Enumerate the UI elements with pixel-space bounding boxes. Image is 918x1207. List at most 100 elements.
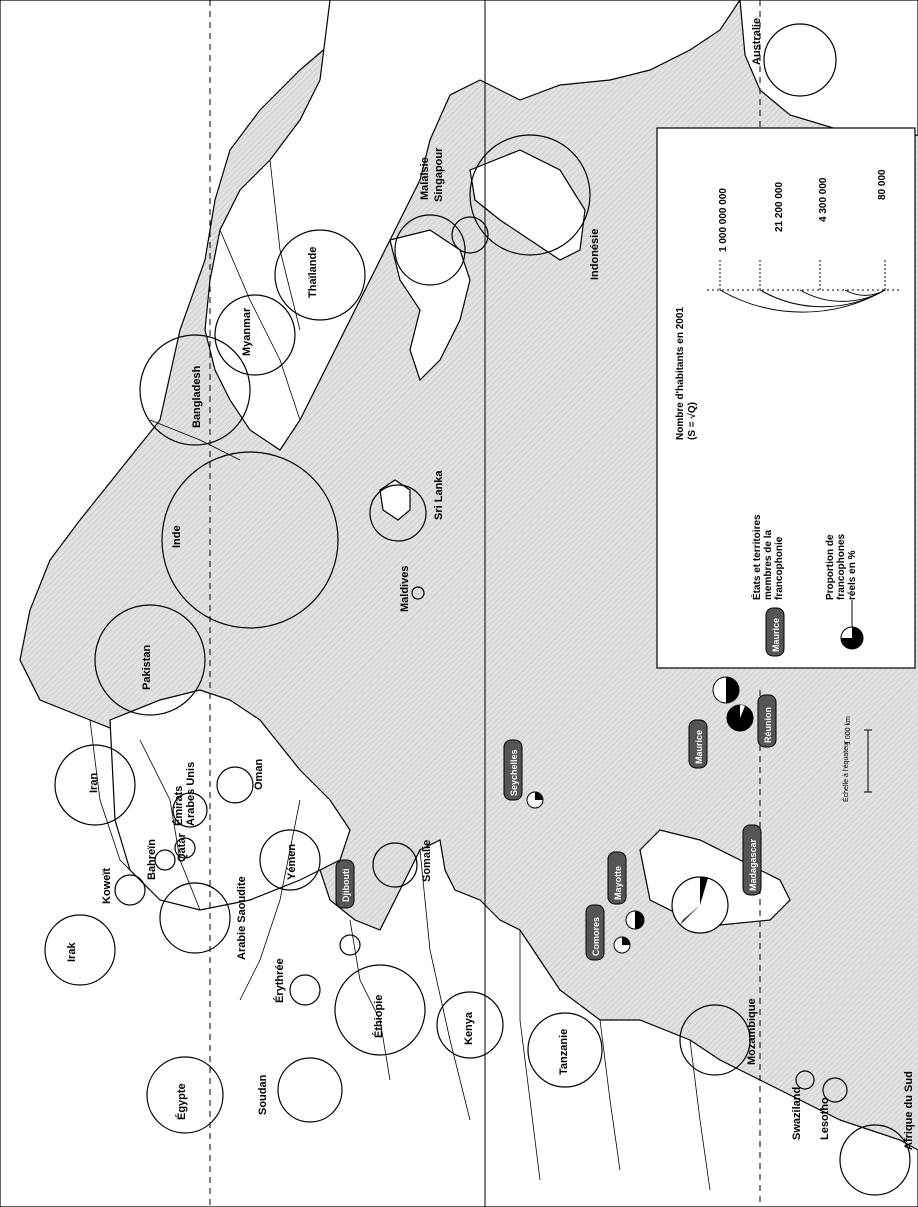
svg-text:Comores: Comores: [591, 917, 601, 956]
pie-madagascar: [671, 876, 729, 934]
svg-text:Mayotte: Mayotte: [613, 866, 623, 900]
circle-thailande: [274, 229, 366, 321]
legend-population-title: Nombre d'habitants en 2001 (S = √Q): [675, 304, 698, 440]
circle-afriquesud: [839, 1124, 911, 1196]
label-pakistan: Pakistan: [141, 644, 153, 690]
svg-text:Réunion: Réunion: [763, 707, 773, 743]
circle-qatar: [174, 837, 196, 859]
label-inde: Inde: [171, 525, 183, 548]
badge-mayotte: Mayotte: [607, 851, 627, 905]
legend-value-4: 80 000: [877, 169, 888, 200]
circle-bahrein: [154, 849, 176, 871]
label-koweit: Koweït: [101, 868, 113, 904]
country-labels: Irak Koweït Iran Bahreïn Qatar ÉmiratsAr…: [66, 18, 915, 1150]
label-kenya: Kenya: [463, 1011, 475, 1045]
circle-soudan: [277, 1057, 343, 1123]
circle-tanzanie: [527, 1012, 603, 1088]
label-bahrein: Bahreïn: [146, 839, 158, 880]
pie-maurice: [712, 676, 740, 704]
scale-caption: Échelle à l'équateur: [841, 740, 850, 802]
badge-maurice: Maurice: [688, 719, 708, 769]
circle-inde: [161, 451, 339, 629]
svg-text:Maurice: Maurice: [694, 730, 704, 764]
circle-mozambique: [679, 1004, 751, 1076]
circle-yemen: [259, 829, 321, 891]
label-mozambique: Mozambique: [746, 998, 758, 1065]
circle-somalie: [372, 842, 418, 888]
circle-indonesie: [469, 134, 591, 256]
francophone-pies: [526, 676, 754, 954]
badge-reunion: Réunion: [757, 694, 777, 748]
legend-badge-sample: Maurice: [765, 607, 785, 657]
circle-iran: [54, 744, 136, 826]
legend-value-1: 1 000 000 000: [718, 188, 729, 252]
pie-reunion: [726, 704, 754, 732]
circle-arabie: [159, 882, 231, 954]
label-erythree: Érythrée: [273, 958, 286, 1003]
circle-myanmar: [214, 294, 296, 376]
legend-size-circles: [707, 258, 900, 313]
label-egypte: Égypte: [175, 1083, 188, 1120]
label-oman: Oman: [253, 759, 265, 790]
badge-comores: Comores: [585, 904, 605, 961]
circle-djibouti: [339, 934, 361, 956]
circle-emirats: [172, 792, 208, 828]
label-myanmar: Myanmar: [241, 307, 253, 356]
malay-peninsula: [389, 229, 471, 382]
label-irak: Irak: [66, 942, 78, 962]
circle-pakistan: [94, 604, 206, 716]
circle-swaziland: [795, 1070, 815, 1090]
circle-australie: [763, 23, 837, 97]
legend-member-text: États et territoires membres de la franc…: [750, 512, 785, 600]
circle-singapour: [451, 216, 489, 254]
label-ethiopie: Éthiopie: [372, 995, 385, 1038]
label-srilanka: Sri Lanka: [433, 470, 445, 520]
legend-proportion-text: Proportion de francophones réels en %: [825, 531, 858, 600]
badge-madagascar: Madagascar: [742, 824, 762, 896]
legend-value-3: 4 300 000: [818, 177, 829, 222]
pie-mayotte: [625, 910, 645, 930]
circle-egypte: [146, 1056, 224, 1134]
label-singapour: Singapour: [433, 147, 445, 202]
circle-srilanka: [369, 484, 427, 542]
legend-value-2: 21 200 000: [774, 182, 785, 232]
circle-maldives: [411, 586, 425, 600]
label-qatar: Qatar: [176, 833, 188, 862]
label-maldives: Maldives: [399, 566, 411, 612]
legend-frame: [656, 127, 916, 669]
label-malaisie: Malaisie: [419, 157, 431, 200]
scale-bar: Échelle à l'équateur 1 000 km: [841, 716, 872, 802]
pie-comores: [613, 936, 631, 954]
label-emirats: ÉmiratsArabes Unis: [172, 762, 197, 826]
label-australie: Australie: [751, 18, 763, 65]
borders: [89, 159, 711, 1191]
label-arabie: Arabie Saoudite: [236, 876, 248, 960]
scale-value: 1 000 km: [845, 716, 852, 745]
sri-lanka: [379, 479, 411, 521]
label-tanzanie: Tanzanie: [558, 1029, 570, 1075]
svg-text:Seychelles: Seychelles: [509, 749, 519, 796]
circle-erythree: [289, 974, 321, 1006]
circle-oman: [216, 766, 254, 804]
circle-lesotho: [822, 1077, 848, 1103]
badge-seychelles: Seychelles: [503, 739, 523, 801]
label-thailande: Thaïlande: [307, 247, 319, 298]
label-soudan: Soudan: [257, 1074, 269, 1115]
svg-text:Djibouti: Djibouti: [341, 869, 351, 903]
label-yemen: Yémen: [286, 844, 298, 880]
label-lesotho: Lesotho: [819, 1097, 831, 1140]
label-afriquesud: Afrique du Sud: [903, 1071, 915, 1150]
label-bangladesh: Bangladesh: [191, 365, 203, 428]
circle-malaisie: [394, 214, 466, 286]
svg-text:Maurice: Maurice: [771, 618, 781, 652]
svg-text:Madagascar: Madagascar: [748, 838, 758, 891]
badge-djibouti: Djibouti: [335, 859, 355, 909]
circle-bangladesh: [139, 334, 251, 446]
pie-seychelles: [526, 791, 544, 809]
circle-kenya: [436, 991, 504, 1059]
circle-koweit: [114, 874, 146, 906]
label-somalie: Somalie: [421, 840, 433, 882]
